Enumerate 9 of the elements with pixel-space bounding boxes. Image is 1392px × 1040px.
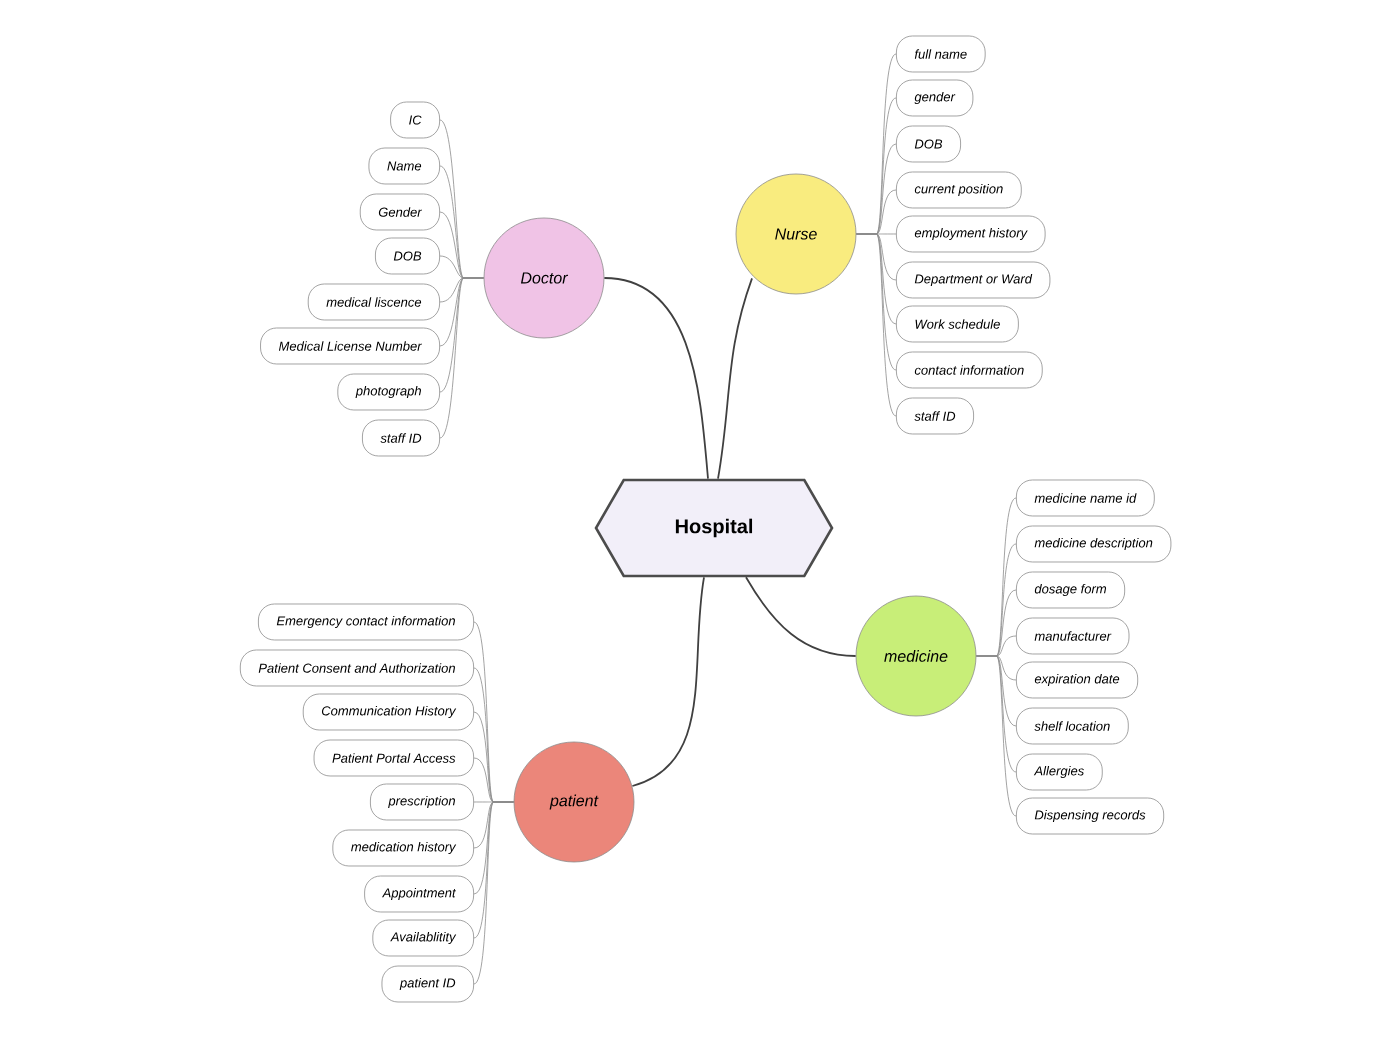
connector (856, 233, 897, 417)
central-hexagon: Hospital (594, 478, 834, 578)
connector (976, 655, 1017, 817)
connector (745, 576, 857, 657)
connector (603, 277, 709, 480)
connector (473, 801, 514, 985)
connector (439, 277, 484, 439)
connector (717, 277, 753, 480)
connector (631, 576, 705, 787)
